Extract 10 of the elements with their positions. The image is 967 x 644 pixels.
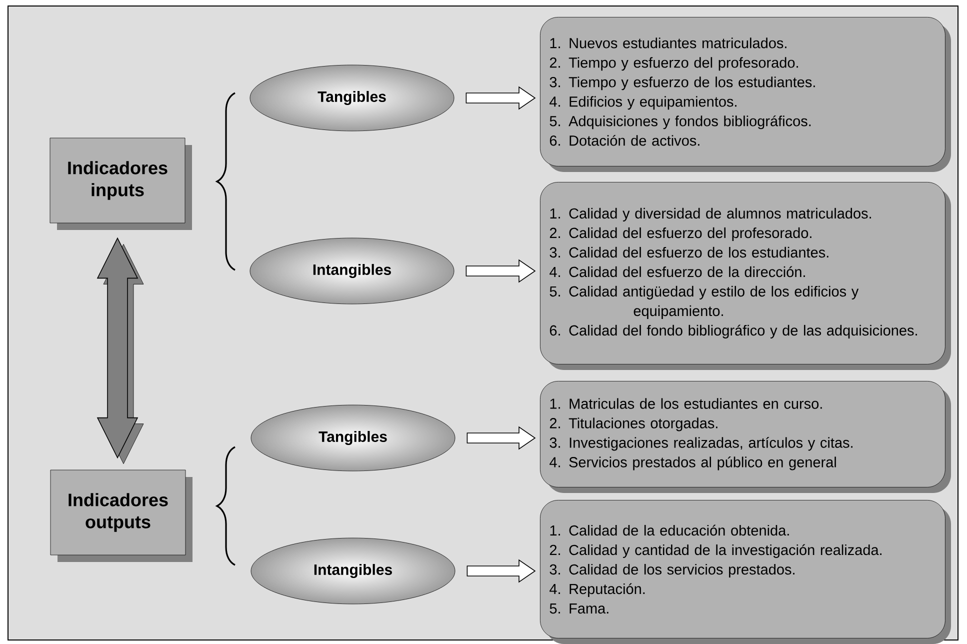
block-arrow [466, 86, 536, 110]
block-arrow [466, 426, 536, 450]
indicator-box: Indicadores inputs [50, 138, 192, 230]
list-box: 1. Calidad de la educación obtenida. 2. Calidad y cantidad de la investigación realizada. 3. Calidad de los servicios prestados. 4. Reputación. 5. Fama. [540, 500, 951, 644]
block-arrow [466, 259, 536, 283]
list-box: 1. Matriculas de los estudiantes en curso. 2. Titulaciones otorgadas. 3. Investigaciones realizadas, artículos y citas. 4. Servicios prestados al público en general [540, 381, 951, 493]
list-box: 1. Calidad y diversidad de alumnos matriculados. 2. Calidad del esfuerzo del profesorado. 3. Calidad del esfuerzo de los estudiantes. 4. Calidad del esfuerzo de la dirección. 5. Calidad antigüedad y estilo de los edificios y equipamiento. 6. Calidad del fondo bibliográfico y de las adquisiciones. [540, 182, 951, 370]
block-arrow [466, 559, 536, 583]
indicator-box: Indicadores outputs [50, 470, 192, 562]
list-box: 1. Nuevos estudiantes matriculados. 2. Tiempo y esfuerzo del profesorado. 3. Tiempo y esfuerzo de los estudiantes. 4. Edificios y equipamientos. 5. Adquisiciones y fondos bibliográficos. 6. Dotación de activos. [540, 17, 951, 172]
